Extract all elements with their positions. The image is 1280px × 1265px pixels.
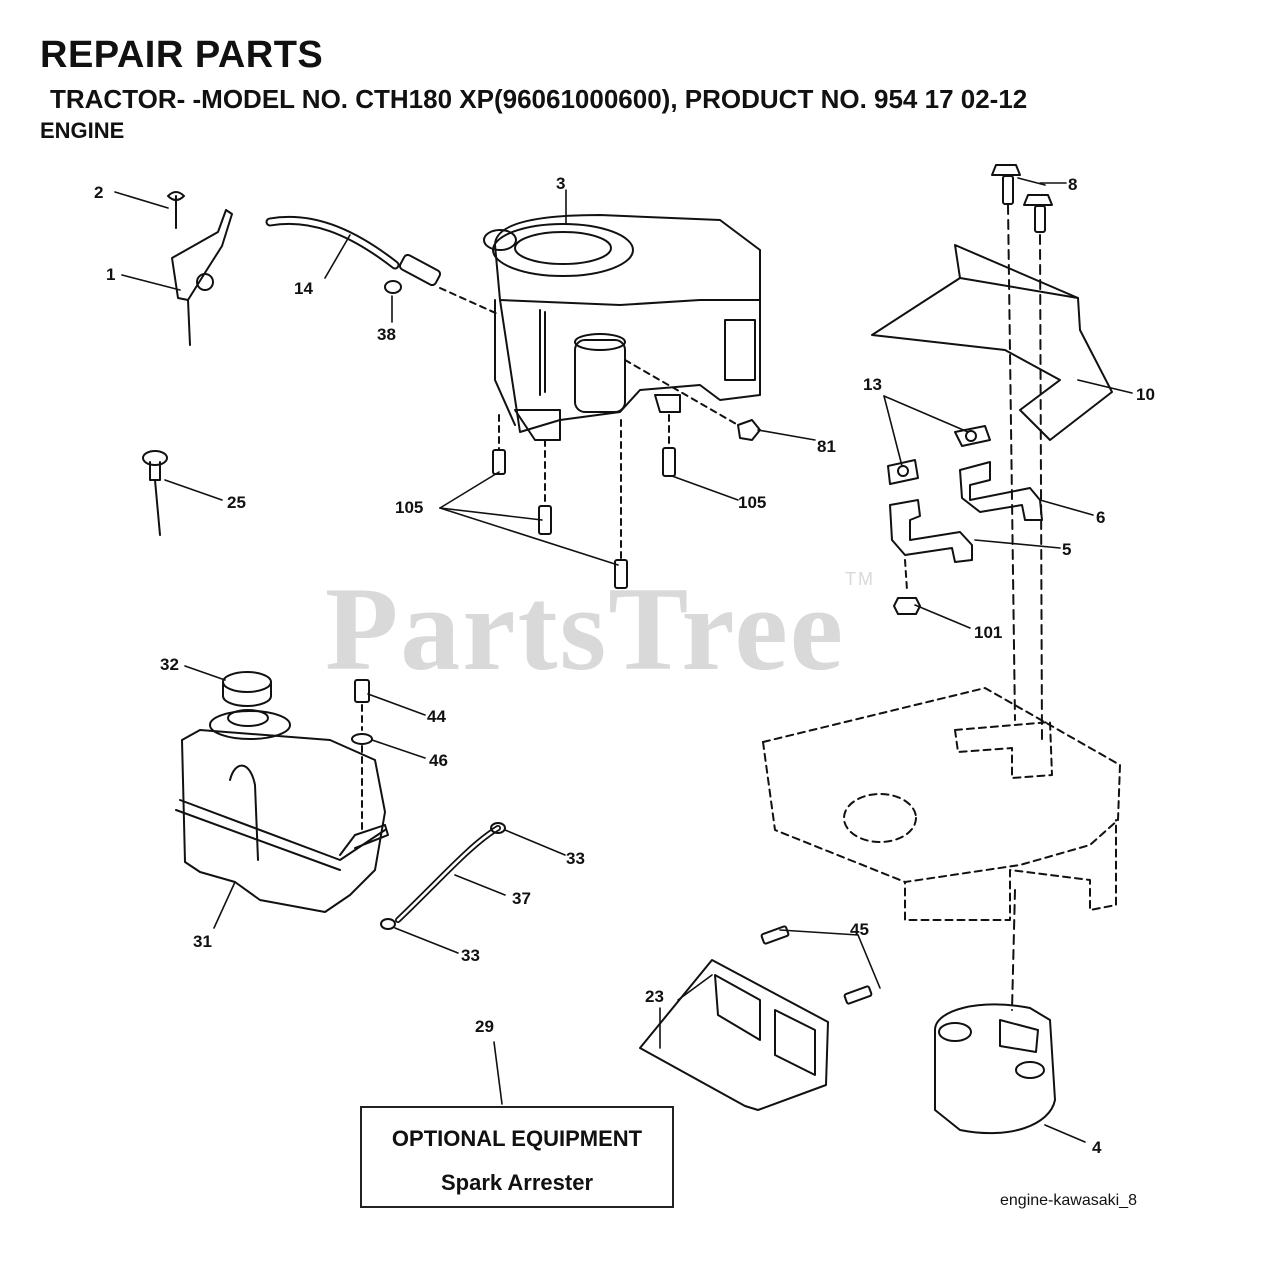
diagram-id: engine-kawasaki_8: [1000, 1192, 1137, 1209]
callout-10: 10: [1136, 385, 1155, 404]
fuel-filter-part[interactable]: [384, 253, 501, 316]
callout-14: 14: [294, 279, 313, 298]
nut-part[interactable]: [624, 359, 761, 441]
callout-29: 29: [475, 1017, 494, 1036]
tank-bolt-part[interactable]: [351, 679, 373, 831]
callout-3: 3: [556, 174, 565, 193]
callout-8: 8: [1068, 175, 1077, 194]
callout-31: 31: [193, 932, 212, 951]
callout-5: 5: [1062, 540, 1071, 559]
callout-45: 45: [850, 920, 869, 939]
model-line: TRACTOR- -MODEL NO. CTH180 XP(9606100060…: [50, 84, 1028, 114]
exhaust-nut-part[interactable]: [893, 559, 921, 615]
callout-44: 44: [427, 707, 446, 726]
exhaust-pipe-left-part[interactable]: [889, 499, 973, 563]
tractor-frame-outline: [762, 687, 1121, 921]
spark-arrester-label: Spark Arrester: [440, 1170, 594, 1195]
callout-13: 13: [863, 375, 882, 394]
callout-46: 46: [429, 751, 448, 770]
callout-32: 32: [160, 655, 179, 674]
exhaust-gaskets-part[interactable]: [887, 425, 991, 485]
section-title: ENGINE: [40, 118, 125, 143]
callout-6: 6: [1096, 508, 1105, 527]
callout-1: 1: [106, 265, 115, 284]
callout-105-right: 105: [738, 493, 766, 512]
optional-equipment-title: OPTIONAL EQUIPMENT: [391, 1126, 643, 1151]
callout-33-bottom: 33: [461, 946, 480, 965]
callout-37: 37: [512, 889, 531, 908]
throttle-bracket-part[interactable]: [167, 191, 233, 346]
engine-bolts-part[interactable]: [492, 414, 676, 589]
callout-25: 25: [227, 493, 246, 512]
shield-bolts-part[interactable]: [991, 164, 1053, 741]
fuel-line-part[interactable]: [395, 825, 501, 923]
muffler-plate-part[interactable]: [639, 959, 829, 1111]
fuel-hose-part[interactable]: [265, 215, 400, 270]
optional-equipment-box: OPTIONAL EQUIPMENT Spark Arrester: [360, 1106, 674, 1208]
callout-4: 4: [1092, 1138, 1102, 1157]
watermark: PartsTreeTM: [325, 562, 875, 695]
fuel-tank-part[interactable]: [175, 709, 389, 913]
exhaust-pipe-right-part[interactable]: [959, 461, 1043, 521]
callout-33-top: 33: [566, 849, 585, 868]
callout-105-left: 105: [395, 498, 423, 517]
muffler-part[interactable]: [934, 889, 1056, 1135]
heat-shield-part[interactable]: [871, 244, 1113, 441]
leader-lines: [114, 177, 1133, 1143]
engine-part[interactable]: [483, 214, 761, 441]
page-title: REPAIR PARTS: [40, 34, 324, 76]
hose-clamps-part[interactable]: [380, 822, 506, 930]
callout-23: 23: [645, 987, 664, 1006]
callout-2: 2: [94, 183, 103, 202]
callout-81: 81: [817, 437, 836, 456]
callout-labels: 2 1 3 14 38 81 8 10 13 6 5 101 25 105 10…: [94, 174, 1155, 1157]
callout-101: 101: [974, 623, 1002, 642]
fuel-cap-part[interactable]: [222, 671, 272, 707]
callout-38: 38: [377, 325, 396, 344]
dipstick-part[interactable]: [142, 450, 168, 536]
